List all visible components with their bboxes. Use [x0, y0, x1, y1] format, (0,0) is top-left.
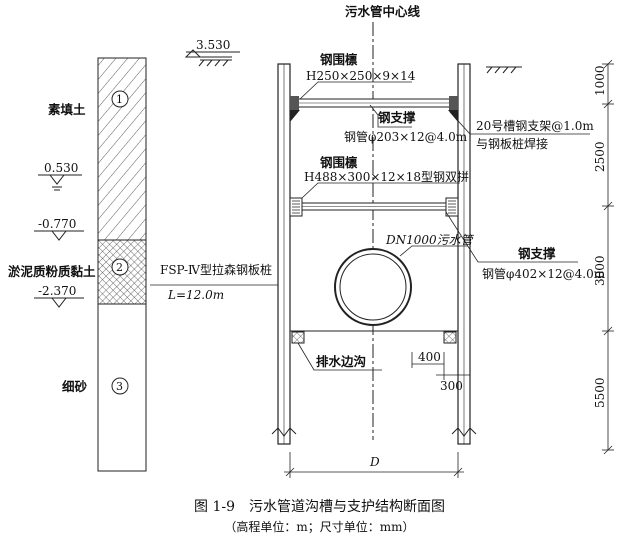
dim-D-label: D: [369, 455, 380, 469]
leader-drain: [297, 342, 382, 371]
middle-strut: [289, 197, 459, 217]
elevation-mark-0770: -0.770: [34, 217, 84, 241]
svg-text:3.530: 3.530: [196, 38, 230, 52]
svg-text:-2.370: -2.370: [38, 284, 76, 298]
pile-line-2: L=12.0m: [167, 288, 224, 302]
centerline-label: 污水管中心线: [345, 4, 421, 19]
strut-top-spec: 钢管φ203×12@4.0m: [344, 129, 468, 144]
strut-top-title: 钢支撑: [378, 110, 416, 125]
ground-surface-left: [198, 59, 232, 67]
strut-mid-spec: 钢管φ402×12@4.0m: [482, 266, 606, 281]
soil-layer-2-number: 2: [116, 261, 123, 274]
soil-layer-1-name: 素填土: [48, 102, 86, 117]
right-dim-chain: [602, 59, 614, 455]
svg-text:-0.770: -0.770: [38, 217, 76, 231]
dim-D: [284, 452, 464, 478]
dim-300: 300: [440, 379, 463, 393]
drain-label: 排水边沟: [316, 354, 366, 369]
leader-strut-top: [369, 104, 412, 128]
ground-surface-right: [486, 66, 522, 74]
soil-layer-1-hatch: [97, 57, 147, 241]
soil-column: 1 2 3: [97, 57, 147, 472]
svg-text:0.530: 0.530: [44, 161, 78, 175]
pile-line-1: FSP-Ⅳ型拉森钢板桩: [160, 262, 272, 277]
soil-layer-2-name: 淤泥质粉质黏土: [8, 264, 96, 279]
right-dim-5500: 5500: [593, 377, 607, 408]
soil-layer-3-name: 细砂: [62, 379, 88, 394]
top-strut: [289, 96, 459, 122]
purlin-mid-title: 钢围檩: [320, 155, 358, 170]
right-dim-1000: 1000: [593, 65, 607, 96]
leader-strut-mid: [445, 211, 578, 263]
leader-bracket: [449, 111, 590, 135]
sheet-pile-left: [271, 63, 297, 445]
soil-layer-3-number: 3: [116, 380, 123, 393]
elevation-mark-3530: 3.530: [184, 38, 240, 58]
elevation-mark-2370: -2.370: [34, 284, 84, 308]
dim-400: 400: [418, 350, 441, 364]
pipe-label: DN1000污水管: [385, 233, 475, 247]
leader-purlin-mid: [301, 182, 460, 199]
leader-pipe: [399, 245, 468, 257]
elevation-mark-0530: 0.530: [38, 161, 82, 191]
strut-mid-title: 钢支撑: [518, 246, 556, 261]
purlin-top-title: 钢围檩: [320, 52, 358, 67]
soil-layer-1-number: 1: [116, 93, 123, 106]
dim-400-300: [411, 352, 470, 380]
purlin-top-spec: H250×250×9×14: [306, 69, 416, 83]
bracket-line-1: 20号槽钢支架@1.0m: [476, 119, 594, 133]
leader-purlin-top: [299, 81, 412, 100]
bracket-line-2: 与钢板桩焊接: [476, 136, 548, 151]
drain-ditch-right: [443, 331, 457, 344]
right-dim-2500: 2500: [593, 141, 607, 172]
figure-caption: 图 1-9 污水管道沟槽与支护结构断面图: [194, 499, 445, 515]
purlin-mid-spec: H488×300×12×18型钢双拼: [304, 170, 469, 184]
dn1000-pipe: [334, 248, 412, 326]
right-dim-3000: 3000: [593, 255, 607, 286]
drain-ditch-left: [291, 331, 305, 344]
figure-caption-note: （高程单位：m；尺寸单位：mm）: [224, 520, 415, 534]
